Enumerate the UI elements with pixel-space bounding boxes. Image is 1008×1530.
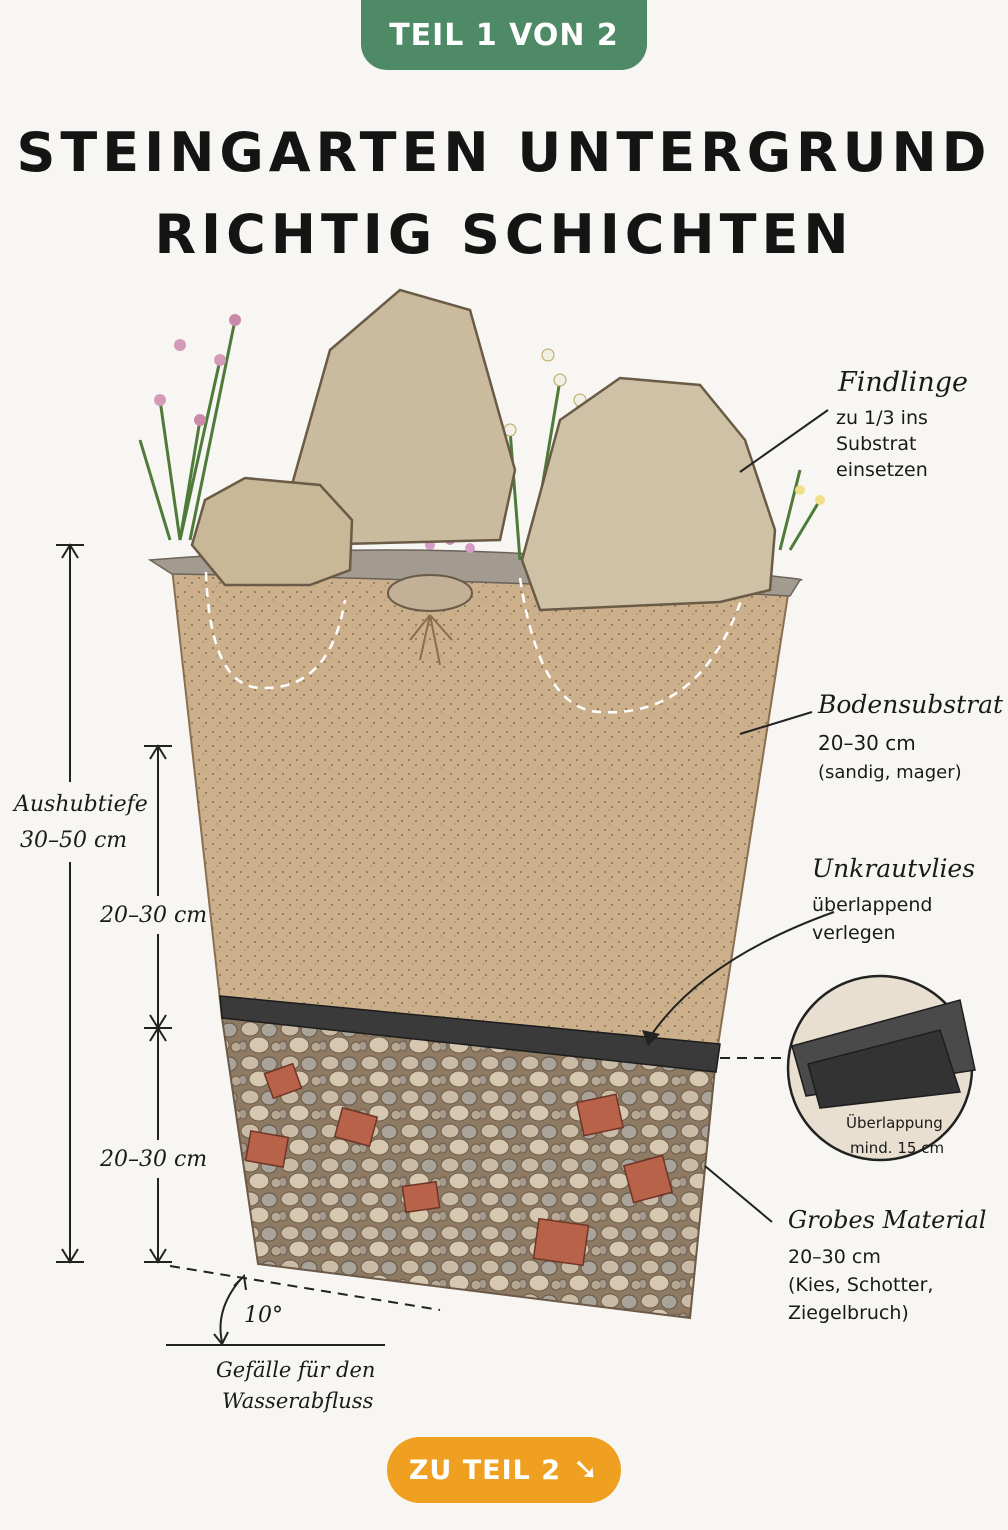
findlinge-line1: zu 1/3 ins: [836, 407, 928, 429]
unkrautvlies-title: Unkrautvlies: [812, 854, 975, 883]
grobes-line1: 20–30 cm: [788, 1246, 881, 1268]
pebble: [387, 574, 473, 612]
aushub-label-line1: Aushubtiefe: [12, 792, 148, 817]
embed-outline-right: [518, 577, 744, 714]
angle-arrowhead-bottom: [213, 1331, 229, 1346]
part-badge: TEIL 1 VON 2: [361, 0, 647, 70]
findlinge-line3: einsetzen: [836, 459, 928, 481]
boulder-right: [520, 376, 777, 612]
boulder-small: [190, 476, 354, 587]
fleece-arrowhead: [642, 1030, 660, 1046]
angle-arc: [219, 1279, 241, 1343]
aushub-label-line2: 30–50 cm: [20, 828, 127, 853]
next-part-label: ZU TEIL 2: [408, 1454, 562, 1486]
grobes-line3: Ziegelbruch): [788, 1302, 909, 1324]
upper-dimension-label: 20–30 cm: [99, 903, 207, 928]
bodensubstrat-title: Bodensubstrat: [817, 690, 1004, 719]
gefaelle-label-line2: Wasserabfluss: [222, 1389, 374, 1413]
page-title: STEINGARTEN UNTERGRUND RICHTIG SCHICHTEN: [0, 112, 1008, 276]
leader-lines: [647, 409, 835, 1223]
upper-dim-label-bg: [96, 896, 200, 934]
embed-outline-small: [204, 571, 347, 690]
unkrautvlies-line2: verlegen: [812, 922, 896, 944]
slope-line: [169, 1265, 441, 1311]
aushub-label-bg: [8, 782, 136, 862]
bodensubstrat-line1: 20–30 cm: [818, 731, 916, 755]
plant-roots: [409, 614, 453, 666]
arrow-down-right-icon: ➘: [573, 1452, 600, 1487]
grobes-line2: (Kies, Schotter,: [788, 1274, 933, 1296]
unkrautvlies-line1: überlappend: [812, 894, 932, 916]
bodensubstrat-line2: (sandig, mager): [818, 762, 962, 783]
lower-dimension-label: 20–30 cm: [99, 1147, 207, 1172]
gefaelle-label-line1: Gefälle für den: [216, 1358, 375, 1382]
weed-fleece-layer: [219, 995, 721, 1073]
next-part-button[interactable]: ZU TEIL 2 ➘: [387, 1437, 621, 1503]
findlinge-title: Findlinge: [837, 367, 968, 398]
ueberlappung-line1: Überlappung: [846, 1113, 943, 1132]
findlinge-line2: Substrat: [836, 433, 916, 455]
title-line-1: STEINGARTEN UNTERGRUND: [16, 121, 992, 184]
lower-dim-label-bg: [96, 1140, 200, 1178]
title-line-2: RICHTIG SCHICHTEN: [154, 203, 854, 266]
ueberlappung-line2: mind. 15 cm: [850, 1139, 944, 1157]
angle-arrowhead-top: [233, 1273, 247, 1291]
brick-fragments: [244, 1062, 674, 1267]
grobes-title: Grobes Material: [788, 1206, 986, 1234]
overlap-detail-inset: [786, 974, 976, 1162]
angle-label: 10°: [244, 1303, 283, 1328]
